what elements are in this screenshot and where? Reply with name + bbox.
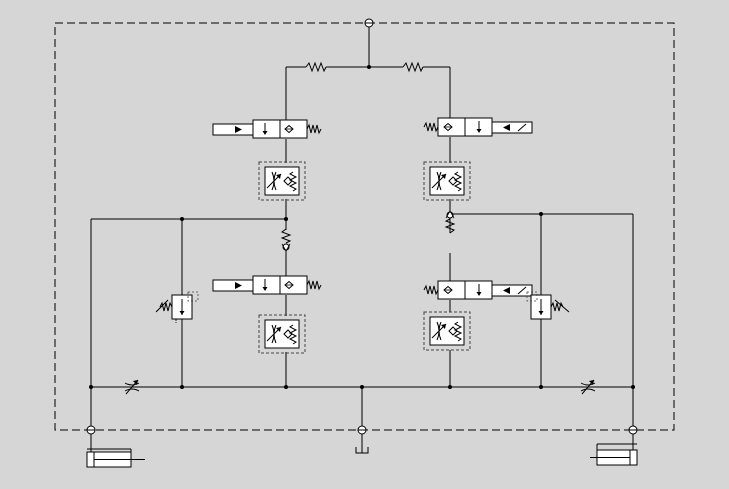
junction-dots xyxy=(89,65,635,389)
spring-right-icon xyxy=(402,62,424,72)
pipelines xyxy=(90,27,634,453)
relief-valve-left-icon[interactable] xyxy=(155,291,199,323)
solenoid-valve-right-lower-icon[interactable] xyxy=(423,280,533,300)
right-actuator-port-icon xyxy=(628,425,638,435)
cylinder-left-icon[interactable] xyxy=(86,448,145,468)
flow-control-right-lower-icon[interactable] xyxy=(423,311,471,351)
solenoid-valve-right-upper-icon[interactable] xyxy=(423,117,533,137)
flow-control-left-lower-icon[interactable] xyxy=(258,314,306,354)
solenoid-valve-left-upper-icon[interactable] xyxy=(212,119,322,139)
solenoid-valve-left-lower-icon[interactable] xyxy=(212,275,322,295)
cylinder-right-icon[interactable] xyxy=(590,443,638,466)
return-port-icon xyxy=(357,425,367,435)
left-actuator-port-icon xyxy=(86,425,96,435)
flow-control-right-upper-icon[interactable] xyxy=(423,161,471,201)
flow-control-left-upper-icon[interactable] xyxy=(258,161,306,201)
check-valve-left-icon xyxy=(281,228,291,252)
relief-valve-right-icon[interactable] xyxy=(526,291,570,320)
pressure-port-icon xyxy=(364,18,374,28)
tank-icon xyxy=(355,447,369,454)
spring-left-icon xyxy=(305,62,327,72)
system-boundary xyxy=(54,22,675,431)
